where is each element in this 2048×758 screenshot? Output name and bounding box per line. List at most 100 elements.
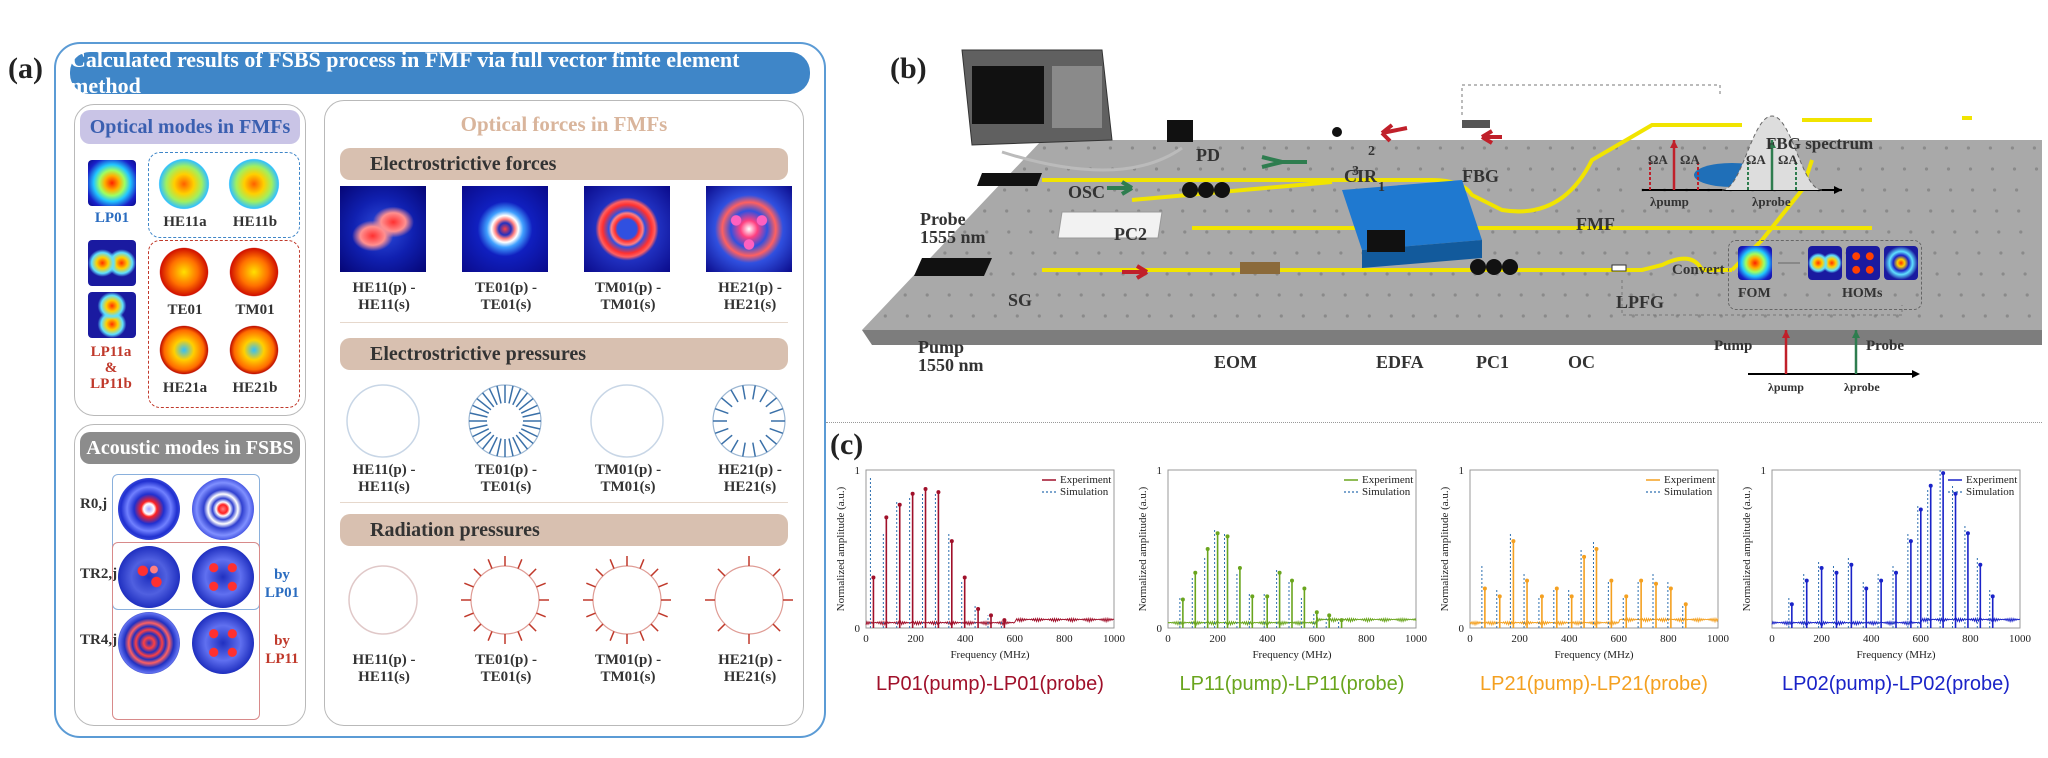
table-hole	[1929, 209, 1933, 213]
table-hole	[1983, 314, 1987, 318]
convert-arrow	[1778, 262, 1800, 264]
experiment-marker	[1314, 610, 1319, 615]
pressure-arrow	[769, 427, 784, 435]
table-hole	[1803, 272, 1807, 276]
table-hole	[1218, 146, 1222, 150]
electrostrictive-force-te01	[462, 186, 548, 272]
table-hole	[1513, 230, 1517, 234]
table-hole	[1231, 272, 1235, 276]
y-tick-label: 1	[1761, 465, 1767, 477]
x-tick-label: 0	[863, 633, 869, 645]
y-tick-label: 1	[1157, 465, 1163, 477]
table-hole	[1387, 293, 1391, 297]
table-hole	[1949, 188, 1953, 192]
experiment-marker	[1237, 565, 1242, 570]
table-hole	[1191, 314, 1195, 318]
table-hole	[1647, 251, 1651, 255]
table-hole	[1125, 314, 1129, 318]
he21b-mode-image	[226, 322, 282, 378]
experiment-marker	[1265, 594, 1270, 599]
table-hole	[1651, 293, 1655, 297]
pressure-label-he21: HE21(p) - HE21(s)	[718, 462, 782, 495]
optical-modes-header: Optical modes in FMFs	[80, 110, 300, 144]
table-hole	[1603, 251, 1607, 255]
table-hole	[1783, 293, 1787, 297]
pressure-label-te01: TE01(p) - TE01(s)	[474, 462, 538, 495]
table-hole	[1673, 293, 1677, 297]
radiation-ring-he11	[348, 565, 418, 635]
he11b-mode-image	[226, 156, 282, 212]
x-tick-label: 800	[1962, 633, 1979, 645]
x-axis-label: Frequency (MHz)	[1554, 649, 1633, 661]
experiment-marker	[1978, 562, 1983, 567]
table-hole	[1477, 314, 1481, 318]
table-hole	[943, 251, 947, 255]
tr4-mode-image-1	[118, 612, 180, 674]
pc1-label: PC1	[1476, 352, 1509, 372]
table-hole	[1905, 188, 1909, 192]
experiment-marker	[1339, 618, 1344, 623]
experiment-marker	[1277, 570, 1282, 575]
table-hole	[1858, 167, 1863, 171]
table-hole	[1176, 167, 1181, 171]
table-hole	[1953, 230, 1957, 234]
panel-separator	[826, 422, 2042, 423]
table-hole	[1583, 272, 1587, 276]
table-hole	[1865, 230, 1869, 234]
table-hole	[1669, 251, 1673, 255]
by-lp11-label: by LP11	[262, 632, 302, 668]
table-hole	[1343, 293, 1347, 297]
x-tick-label: 200	[1511, 633, 1528, 645]
table-hole	[1037, 314, 1041, 318]
experiment-marker	[910, 491, 915, 496]
table-hole	[1660, 167, 1665, 171]
pressure-arrow	[650, 623, 659, 632]
table-hole	[1779, 251, 1783, 255]
fbg-component	[1462, 120, 1490, 128]
experiment-marker	[1609, 578, 1614, 583]
table-hole	[1592, 146, 1596, 150]
table-hole	[1885, 209, 1889, 213]
ring-outline	[470, 565, 540, 635]
table-hole	[1229, 251, 1233, 255]
pressure-arrow	[481, 392, 495, 408]
table-hole	[1812, 146, 1816, 150]
table-hole	[1966, 146, 1970, 150]
table-hole	[1179, 188, 1183, 192]
table-hole	[1273, 251, 1277, 255]
table-hole	[1064, 146, 1068, 150]
probe-label: Probe	[920, 209, 966, 229]
r0-mode-image-1	[118, 478, 180, 540]
table-hole	[1367, 314, 1371, 318]
table-hole	[1196, 146, 1200, 150]
table-hole	[1711, 230, 1715, 234]
experiment-marker	[1327, 613, 1332, 618]
table-hole	[1315, 230, 1319, 234]
table-hole	[1548, 146, 1552, 150]
table-hole	[1350, 146, 1354, 150]
pressure-arrow	[473, 623, 482, 632]
table-hole	[1537, 251, 1541, 255]
table-hole	[1240, 146, 1244, 150]
signal-generator	[1057, 211, 1163, 239]
table-hole	[1619, 188, 1623, 192]
fom-mode-image	[1738, 246, 1772, 280]
lp01-mode-image	[88, 160, 136, 206]
table-hole	[1609, 314, 1613, 318]
table-hole	[1528, 167, 1533, 171]
table-hole	[1605, 272, 1609, 276]
pressure-arrow	[536, 612, 546, 618]
table-hole	[1535, 230, 1539, 234]
table-hole	[1515, 251, 1519, 255]
lp11b-mode-image	[88, 292, 136, 338]
table-hole	[1035, 293, 1039, 297]
table-hole	[1553, 188, 1557, 192]
panel-a-label: (a)	[8, 52, 43, 85]
radiation-pressure-diagrams	[348, 556, 793, 644]
table-hole	[1385, 272, 1389, 276]
table-hole	[1429, 272, 1433, 276]
table-hole	[1636, 146, 1640, 150]
table-hole	[1183, 230, 1187, 234]
table-hole	[1863, 209, 1867, 213]
table-hole	[1713, 251, 1717, 255]
